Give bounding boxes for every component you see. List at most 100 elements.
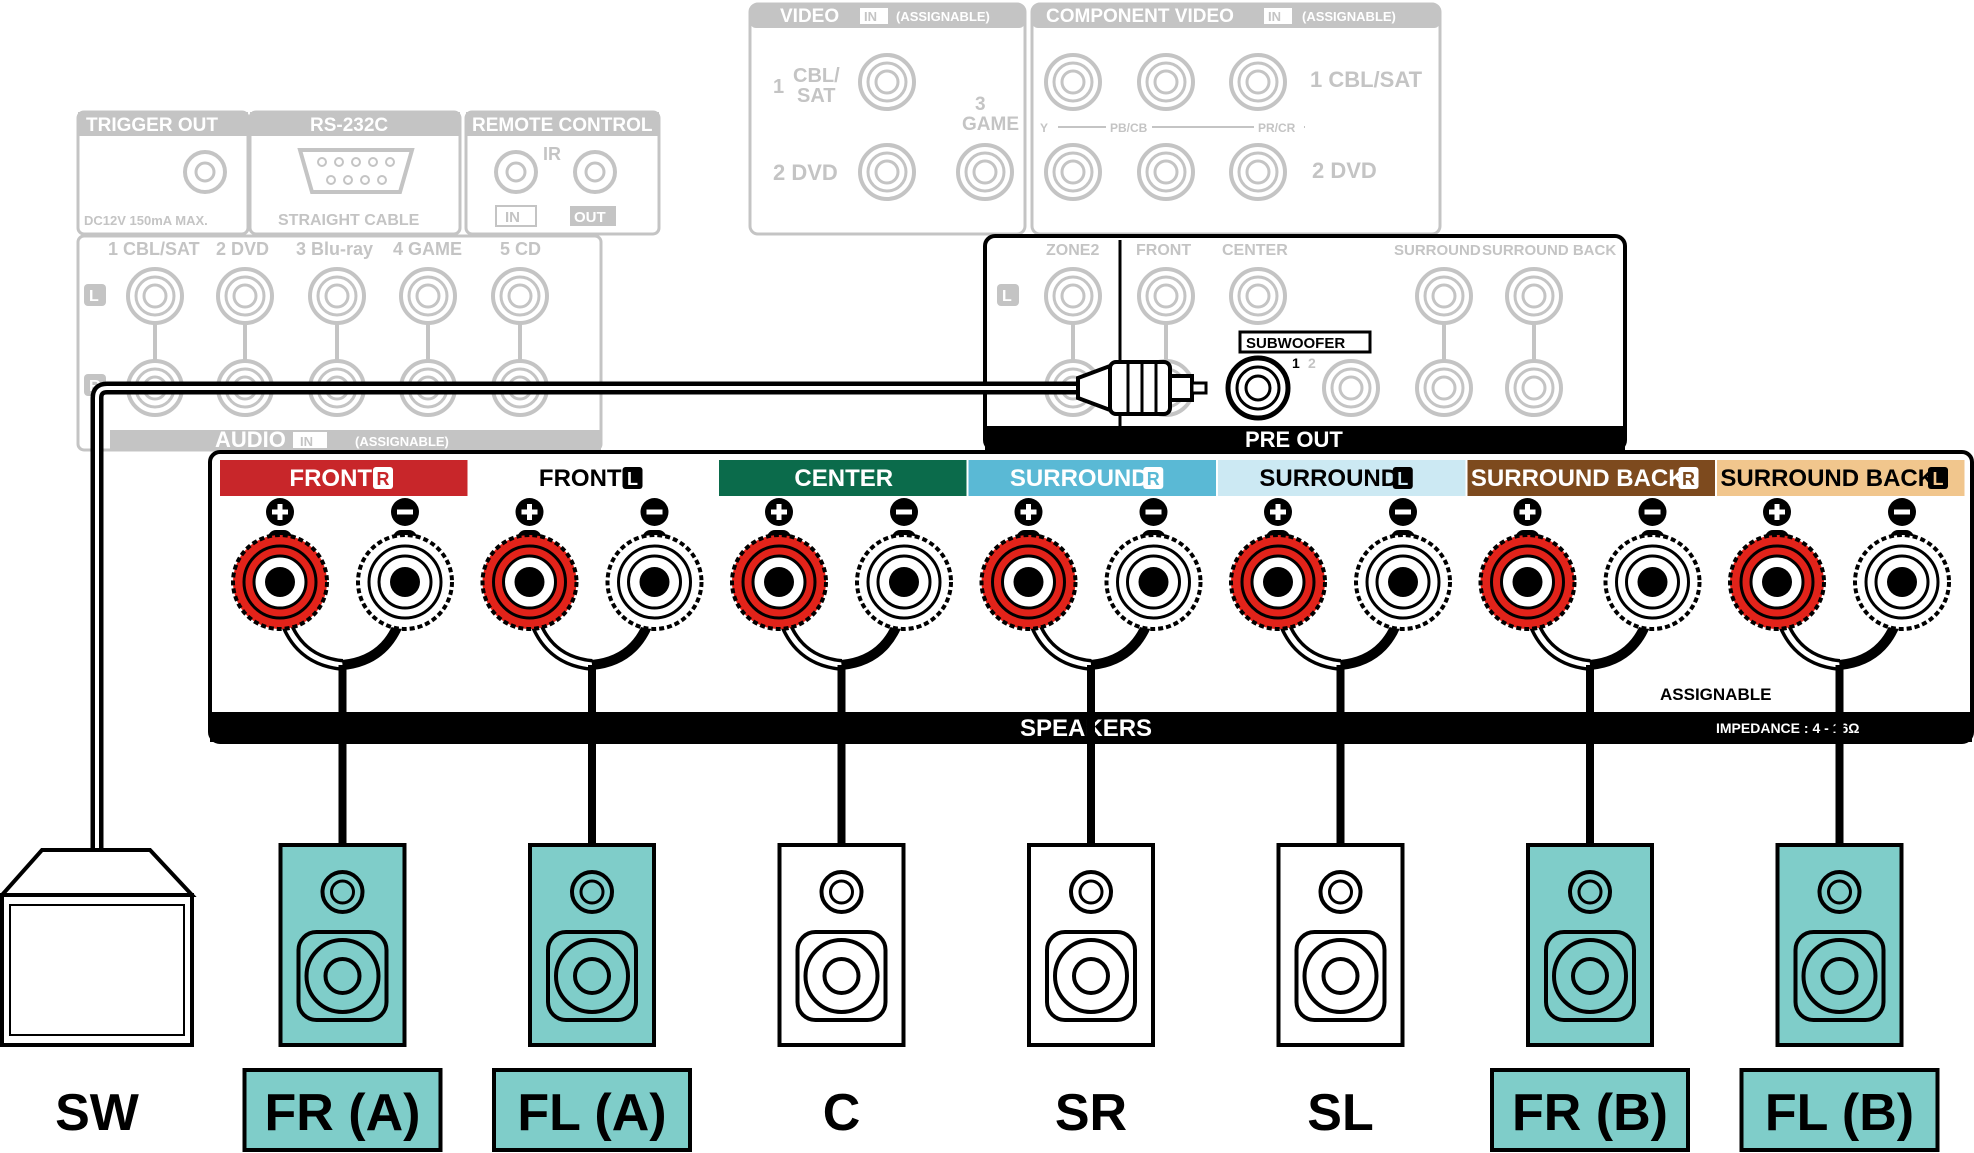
side-badge: [622, 467, 643, 489]
device-label: FR (B): [1512, 1084, 1668, 1142]
terminal-pair: [979, 498, 1203, 671]
component-pb-label: PB/CB: [1110, 121, 1148, 135]
subwoofer-1-label: 1: [1292, 355, 1300, 371]
side-badge-letter: L: [627, 469, 638, 489]
video-1-number: 1: [773, 76, 784, 98]
control-panel: TRIGGER OUT DC12V 150mA MAX. RS-232C STR…: [76, 110, 661, 236]
video-jack-2: [858, 143, 916, 201]
negative-terminal: [1853, 530, 1951, 631]
component-in-badge: IN: [1268, 9, 1281, 24]
video-1-label-a: CBL/: [793, 65, 840, 87]
channel-label: FRONT: [539, 465, 622, 492]
preout-jack-r: [1322, 359, 1380, 417]
preout-zone2-label: ZONE2: [1046, 242, 1099, 259]
positive-terminal: [231, 530, 329, 631]
negative-terminal: [855, 530, 953, 631]
side-badge-letter: L: [1933, 469, 1944, 489]
device-label: FL (B): [1765, 1084, 1914, 1142]
audio-jack-l: [308, 267, 366, 325]
component-assignable: (ASSIGNABLE): [1302, 9, 1396, 24]
speaker-panel: SPEAKERS ASSIGNABLE IMPEDANCE : 4 - 16Ω …: [208, 450, 1974, 744]
device-label: FR (A): [265, 1084, 421, 1142]
preout-center-label: CENTER: [1222, 242, 1288, 259]
side-badge-letter: R: [1147, 469, 1160, 489]
component-y-label: Y: [1040, 121, 1048, 135]
preout-title: PRE OUT: [1245, 427, 1343, 452]
device-label: SW: [55, 1084, 140, 1142]
component-jack-top-1: [1044, 53, 1102, 111]
remote-in: IN: [505, 209, 520, 226]
terminal-pair: [730, 498, 953, 671]
component-jack-bottom-3: [1229, 143, 1287, 201]
audio-title: AUDIO: [215, 427, 286, 452]
preout-jack-l: [1044, 267, 1102, 325]
audio-jack-l: [126, 267, 184, 325]
remote-ir: IR: [543, 144, 561, 164]
remote-out: OUT: [574, 209, 606, 226]
video-jack-3: [956, 143, 1014, 201]
channel-label: CENTER: [794, 465, 893, 492]
component-1-label: 1 CBL/SAT: [1310, 67, 1423, 92]
component-input-panel: COMPONENT VIDEO IN (ASSIGNABLE) 1 CBL/SA…: [1030, 2, 1442, 236]
rs232-cable: STRAIGHT CABLE: [278, 212, 420, 229]
preout-jack-l: [1229, 267, 1287, 325]
device-label: FL (A): [517, 1084, 666, 1142]
component-jack-bottom-2: [1137, 143, 1195, 201]
side-badge: [373, 467, 393, 489]
negative-terminal: [1354, 530, 1452, 631]
device-label-box: [242, 1068, 443, 1152]
component-2-label: 2 DVD: [1312, 158, 1377, 183]
device-label-box: [492, 1068, 692, 1152]
audio-channel-label: 5 CD: [500, 239, 541, 259]
side-badge-letter: R: [377, 469, 390, 489]
device-label: SR: [1055, 1084, 1127, 1142]
positive-terminal: [1229, 530, 1327, 631]
speakers-title: SPEAKERS: [1020, 715, 1152, 742]
speaker-unit: C: [777, 843, 906, 1142]
preout-jack-r: [1415, 359, 1473, 417]
video-input-panel: VIDEO IN (ASSIGNABLE) 1 CBL/ SAT 3 GAME …: [748, 2, 1027, 236]
device-label-box: [1490, 1068, 1690, 1152]
device-label: SL: [1307, 1084, 1373, 1142]
channel-label: SURROUND BACK: [1471, 465, 1686, 492]
audio-channel-label: 1 CBL/SAT: [108, 239, 200, 259]
component-jack-bottom-1: [1044, 143, 1102, 201]
side-badge: [1143, 467, 1164, 489]
component-jack-top-2: [1137, 53, 1195, 111]
audio-channel-label: 3 Blu-ray: [296, 239, 373, 259]
assignable-label: ASSIGNABLE: [1660, 685, 1771, 704]
side-badge: [1678, 467, 1699, 489]
preout-jack-l: [1505, 267, 1563, 325]
video-title: VIDEO: [780, 6, 839, 27]
device-label: C: [823, 1084, 861, 1142]
preout-jack-r: [1505, 359, 1563, 417]
impedance-label: IMPEDANCE : 4 - 16Ω: [1716, 720, 1859, 736]
audio-jack-l: [216, 267, 274, 325]
video-assignable: (ASSIGNABLE): [896, 9, 990, 24]
trigger-spec: DC12V 150mA MAX.: [84, 213, 208, 228]
positive-terminal: [979, 530, 1078, 631]
audio-channel-label: 2 DVD: [216, 239, 269, 259]
side-badge-letter: L: [1397, 469, 1408, 489]
subwoofer-unit: SW: [0, 848, 197, 1142]
rca-plug: [1076, 360, 1208, 416]
channel-label: FRONT: [289, 465, 372, 492]
speaker-unit: FL (B): [1739, 843, 1940, 1152]
terminal-pair: [231, 498, 454, 671]
preout-front-label: FRONT: [1136, 242, 1191, 259]
terminal-pair: [1728, 498, 1951, 671]
preout-jack-l: [1415, 267, 1473, 325]
terminal-pair: [1478, 498, 1702, 671]
subwoofer-jack: [1225, 355, 1291, 421]
preout-surround-label: SURROUND: [1394, 242, 1481, 259]
video-2-label: 2 DVD: [773, 160, 838, 185]
channel-label: SURROUND: [1010, 465, 1149, 492]
preout-jack-l: [1137, 267, 1195, 325]
negative-terminal: [1603, 530, 1702, 631]
